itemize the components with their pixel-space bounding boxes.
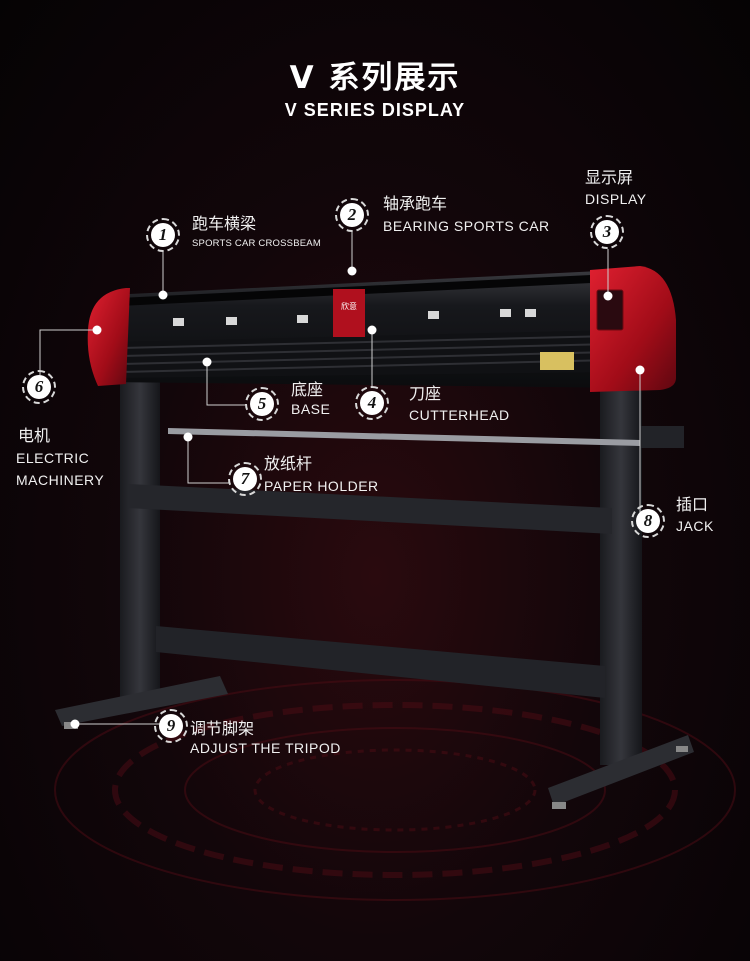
callout-4-label-cn: 刀座 [409,384,442,403]
page-subtitle: V SERIES DISPLAY [284,100,466,120]
callout-6-label-en-line1: ELECTRIC [16,450,90,466]
callout-8-label-en: JACK [676,518,714,534]
callout-badge-7: 7 [228,462,262,496]
callout-6-label-cn: 电机 [18,426,51,445]
floor-ring-decoration [54,679,736,901]
plotter-body: 欣意 [87,266,676,392]
stand [55,375,694,809]
callout-badge-4: 4 [355,386,389,420]
callout-dots [70,266,645,729]
page-title: V 系列展示 [289,60,461,96]
callout-badge-2: 2 [335,198,369,232]
callout-7-label-cn: 放纸杆 [264,454,313,473]
callout-3-label-cn: 显示屏 [585,168,634,187]
callout-2-label-en: BEARING SPORTS CAR [383,218,550,234]
callout-9-label-cn: 调节脚架 [190,719,255,738]
callout-8-label-cn: 插口 [676,495,709,514]
callout-badge-1: 1 [146,218,180,252]
callout-7-label-en: PAPER HOLDER [264,478,379,494]
callout-1-label-cn: 跑车横梁 [192,214,257,233]
callout-badge-9: 9 [154,709,188,743]
callout-badge-8: 8 [631,504,665,538]
callout-4-label-en: CUTTERHEAD [409,407,510,423]
logo-mark: 欣意 [341,301,357,311]
callout-1-label-en: SPORTS CAR CROSSBEAM [192,238,321,249]
callout-badge-6: 6 [22,370,56,404]
callout-6-label-en-line2: MACHINERY [16,472,105,488]
callout-5-label-en: BASE [291,401,331,417]
callout-2-label-cn: 轴承跑车 [383,194,448,213]
callout-badge-5: 5 [245,387,279,421]
callout-3-label-en: DISPLAY [585,191,647,207]
callout-9-label-en: ADJUST THE TRIPOD [190,740,341,756]
callout-5-label-cn: 底座 [291,380,324,399]
callout-leaders [39,232,641,725]
callout-badge-3: 3 [590,215,624,249]
